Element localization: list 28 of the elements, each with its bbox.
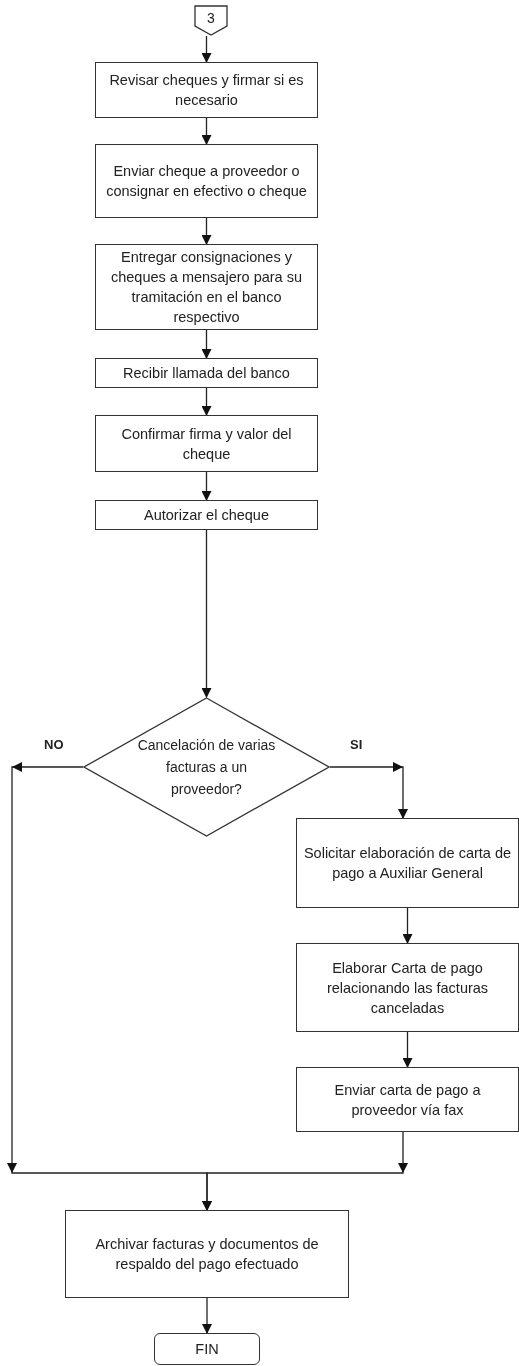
step-text: 3 xyxy=(207,8,215,28)
step-text: Archivar facturas y documentos de respaldo del pago efectuado xyxy=(94,1235,320,1274)
process-box xyxy=(65,1210,349,1298)
step-text: Solicitar elaboración de carta de pago a Auxiliar General xyxy=(302,844,513,883)
step-text: Revisar cheques y firmar si es necesario xyxy=(108,71,305,110)
decision-diamond xyxy=(83,697,330,837)
step-text: Elaborar Carta de pago relacionando las facturas canceladas xyxy=(325,958,490,1018)
process-box xyxy=(95,244,318,330)
decision-text: Cancelación de varias facturas a un proveedor? xyxy=(136,736,277,799)
process-box xyxy=(296,943,519,1032)
edge-label: SI xyxy=(348,737,365,752)
process-box xyxy=(296,818,519,908)
terminator-box xyxy=(154,1333,260,1365)
step-text: Recibir llamada del banco xyxy=(122,364,291,383)
process-box xyxy=(95,62,318,118)
step-text: Enviar carta de pago a proveedor vía fax xyxy=(333,1080,482,1120)
off-page-connector xyxy=(194,5,228,36)
process-box xyxy=(296,1067,519,1132)
edge-label: NO xyxy=(42,737,66,752)
process-box xyxy=(95,500,318,530)
process-box xyxy=(95,415,318,472)
step-text: FIN xyxy=(194,1340,220,1359)
step-text: Entregar consignaciones y cheques a mensajero para su tramitación en el banco respectivo xyxy=(109,248,303,327)
step-text: Enviar cheque a proveedor o consignar en efectivo o cheque xyxy=(105,162,308,201)
step-text: Autorizar el cheque xyxy=(143,506,270,525)
step-text: Confirmar firma y valor del cheque xyxy=(120,424,293,464)
process-box xyxy=(95,144,318,218)
process-box xyxy=(95,358,318,388)
